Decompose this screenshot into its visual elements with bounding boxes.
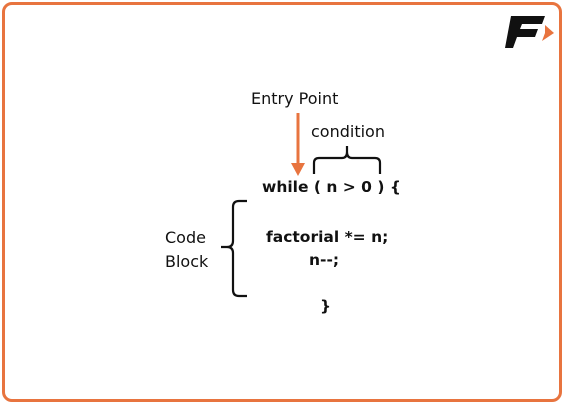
code-line-close: } xyxy=(320,297,332,315)
condition-brace xyxy=(312,146,382,174)
code-block-label-line1: Code xyxy=(165,228,206,247)
code-line-factorial: factorial *= n; xyxy=(266,228,389,246)
code-block-label-line2: Block xyxy=(165,252,209,271)
code-line-while: while ( n > 0 ) { xyxy=(262,178,401,196)
f-arrow-logo-icon xyxy=(505,16,554,48)
code-line-decrement: n--; xyxy=(309,251,340,269)
entry-arrow-head xyxy=(291,163,305,176)
code-block-brace xyxy=(221,199,247,298)
entry-point-label: Entry Point xyxy=(251,89,339,108)
condition-label: condition xyxy=(311,122,385,141)
